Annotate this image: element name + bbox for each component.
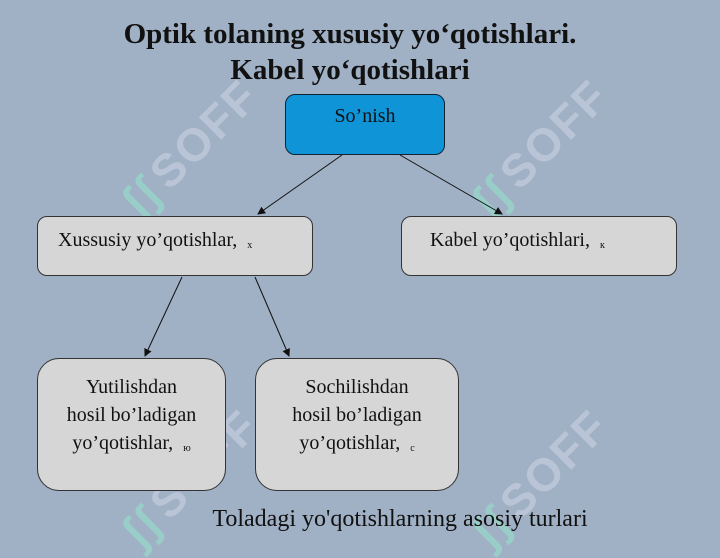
node-absorption-line-3: yo’qotishlar, bbox=[72, 432, 174, 454]
arrow-intrinsic-to-absorption bbox=[144, 276, 183, 357]
title-line-1: Optik tolaning xususiy yo‘qotishlari. bbox=[123, 18, 577, 50]
arrow-intrinsic-to-scattering bbox=[254, 276, 290, 357]
diagram-caption: Toladagi yo'qotishlarning asosiy turlari bbox=[212, 506, 588, 532]
node-scattering-line-3: yo’qotishlar, bbox=[299, 432, 401, 454]
node-intrinsic-marker: х bbox=[247, 240, 253, 251]
node-absorption-losses: Yutilishdan hosil bo’ladigan yo’qotishla… bbox=[37, 358, 226, 491]
node-absorption-line-1: Yutilishdan bbox=[85, 376, 178, 398]
node-scattering-marker: с bbox=[410, 443, 415, 454]
node-absorption-marker: ю bbox=[183, 443, 191, 454]
title-line-2: Kabel yo‘qotishlari bbox=[230, 54, 470, 86]
node-scattering-line-2: hosil bo’ladigan bbox=[292, 404, 422, 426]
node-intrinsic-losses: Xussusiy yo’qotishlar, х bbox=[37, 216, 313, 276]
node-absorption-line-2: hosil bo’ladigan bbox=[66, 404, 197, 426]
node-scattering-line-1: Sochilishdan bbox=[305, 376, 409, 398]
node-cable-losses: Kabel yo’qotishlari, к bbox=[401, 216, 677, 276]
node-intrinsic-label: Xussusiy yo’qotishlar, bbox=[58, 229, 238, 251]
page-title: Optik tolaning xususiy yo‘qotishlari. Ka… bbox=[40, 16, 660, 88]
node-attenuation: So’nish bbox=[285, 94, 445, 155]
node-cable-label: Kabel yo’qotishlari, bbox=[430, 229, 590, 251]
arrow-root-to-cable bbox=[399, 154, 503, 215]
node-cable-marker: к bbox=[599, 240, 605, 251]
arrow-root-to-intrinsic bbox=[257, 154, 343, 215]
node-scattering-losses: Sochilishdan hosil bo’ladigan yo’qotishl… bbox=[255, 358, 459, 491]
node-attenuation-label: So’nish bbox=[334, 105, 396, 127]
diagram-connectors bbox=[144, 154, 503, 357]
